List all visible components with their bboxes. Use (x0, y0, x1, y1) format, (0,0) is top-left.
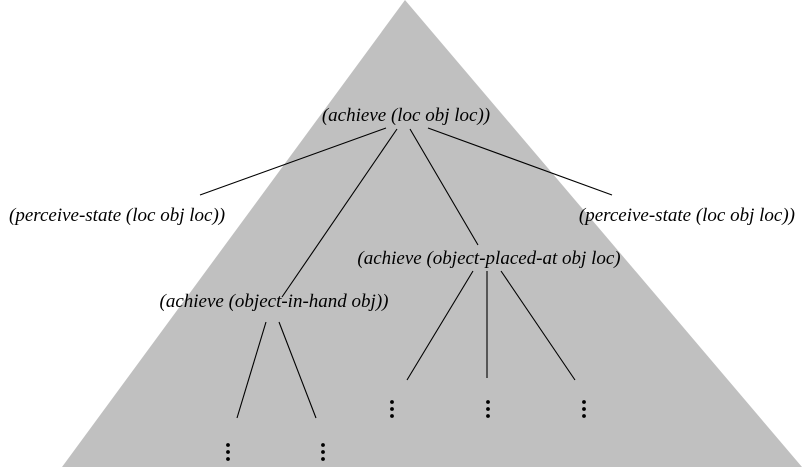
edge-placed-child-1 (406, 270, 474, 381)
continuation-ellipsis-placed-3 (582, 400, 586, 418)
continuation-ellipsis-placed-1 (390, 400, 394, 418)
node-perceive-state-right: (perceive-state (loc obj loc)) (579, 205, 795, 226)
edge-root-perceive-right (427, 127, 613, 196)
edge-hand-child-1 (236, 321, 267, 419)
node-perceive-state-left: (perceive-state (loc obj loc)) (9, 205, 225, 226)
continuation-ellipsis-placed-2 (486, 400, 490, 418)
edge-root-object-in-hand (281, 128, 398, 298)
continuation-ellipsis-hand-1 (226, 443, 230, 461)
tree-edges (199, 127, 613, 419)
edge-root-perceive-left (199, 127, 387, 196)
edge-hand-child-2 (278, 321, 317, 419)
node-achieve-object-in-hand: (achieve (object-in-hand obj)) (160, 291, 389, 312)
continuation-ellipsis-hand-2 (321, 443, 325, 461)
edge-root-object-placed (409, 128, 479, 246)
tree-triangle-background (62, 0, 802, 467)
node-achieve-object-placed-at: (achieve (object-placed-at obj loc) (357, 248, 620, 269)
edge-placed-child-3 (500, 270, 576, 381)
node-achieve-loc-root: (achieve (loc obj loc)) (322, 105, 490, 126)
